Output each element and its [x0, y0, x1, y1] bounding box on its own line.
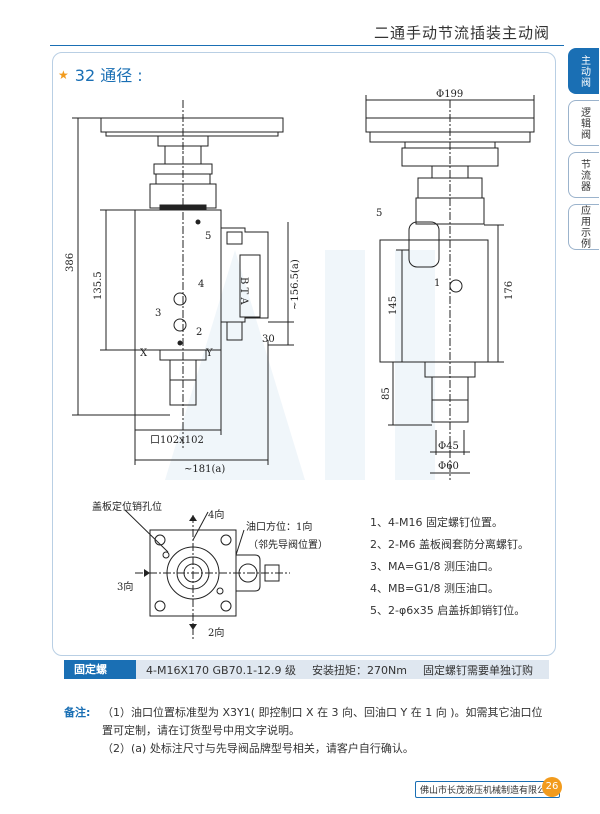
fixing-bolt-note: 固定螺钉需要单独订购 — [423, 663, 533, 677]
drawing-notes: 1、4-M16 固定螺钉位置。 2、2-M6 盖板阀套防分离螺钉。 3、MA=G… — [370, 514, 529, 624]
page-number: 26 — [542, 777, 562, 797]
label-5-left: 5 — [205, 231, 211, 242]
note-item: 2、2-M6 盖板阀套防分离螺钉。 — [370, 538, 529, 551]
dim-85: 85 — [381, 387, 392, 400]
note-item: 5、2-φ6x35 启盖拆卸销钉位。 — [370, 604, 526, 617]
section-title: ★ 32 通径 : — [58, 62, 143, 86]
footer-company: 佛山市长茂液压机械制造有限公司 — [415, 781, 561, 798]
dim-phi45: Φ45 — [438, 441, 459, 452]
label-direction-2: 2向 — [208, 626, 224, 639]
dim-176: 176 — [504, 281, 515, 300]
dim-145: 145 — [388, 296, 399, 315]
page-header-title: 二通手动节流插装主动阀 — [373, 24, 550, 42]
remark-1: （1）油口位置标准型为 X3Y1( 即控制口 X 在 3 向、回油口 Y 在 1… — [102, 706, 543, 737]
side-tab-active-valve[interactable]: 主动阀 — [568, 48, 599, 94]
note-item: 1、4-M16 固定螺钉位置。 — [370, 516, 503, 529]
label-x: X — [140, 348, 148, 359]
label-3-left: 3 — [155, 308, 161, 319]
dim-phi199: Φ199 — [436, 89, 463, 100]
side-tab-throttle[interactable]: 节流器 — [568, 152, 599, 198]
label-pin-hole: 盖板定位销孔位 — [92, 500, 162, 513]
logo-watermark — [165, 250, 435, 480]
dim-386: 386 — [65, 253, 76, 272]
fixing-bolt-spec: 4-M16X170 GB70.1-12.9 级 — [146, 663, 297, 677]
dim-181a: ~181(a) — [184, 464, 225, 475]
label-5-right: 5 — [376, 208, 382, 219]
label-oil-port: 油口方位：1向 — [246, 520, 312, 533]
side-tab-logic-valve[interactable]: 逻辑阀 — [568, 100, 599, 146]
dim-102x102: 口102x102 — [150, 435, 204, 446]
side-tabs: 主动阀 逻辑阀 节流器 应用示例 — [568, 48, 600, 256]
label-direction-4: 4向 — [208, 508, 224, 521]
remarks-label: 备注: — [64, 706, 91, 719]
label-2-left: 2 — [196, 327, 202, 338]
note-item: 3、MA=G1/8 测压油口。 — [370, 560, 499, 573]
dim-30: 30 — [262, 334, 275, 345]
star-icon: ★ — [58, 68, 69, 82]
header-divider — [50, 45, 564, 46]
label-4-left: 4 — [198, 279, 204, 290]
side-tab-application-example[interactable]: 应用示例 — [568, 204, 599, 250]
section-title-text: 32 通径 : — [74, 66, 143, 85]
note-item: 4、MB=G1/8 测压油口。 — [370, 582, 499, 595]
label-oil-port-note: （邻先导阀位置） — [248, 538, 328, 551]
fixing-bolt-torque: 安装扭矩：270Nm — [312, 663, 407, 677]
dim-156-5a: ~156.5(a) — [290, 259, 301, 310]
fixing-bolt-bar: 固定螺栓： 4-M16X170 GB70.1-12.9 级 安装扭矩：270Nm… — [64, 660, 549, 695]
dim-phi60: Φ60 — [438, 461, 459, 472]
label-direction-3: 3向 — [117, 580, 133, 593]
remark-2: （2）(a) 处标注尺寸与先导阀品牌型号相关，请客户自行确认。 — [102, 742, 414, 755]
label-y: Y — [205, 348, 213, 359]
drawing-panel — [52, 52, 556, 656]
label-1-right: 1 — [434, 278, 440, 289]
label-btab: B T A — [238, 277, 249, 305]
dim-135-5: 135.5 — [93, 271, 104, 300]
fixing-bolt-label: 固定螺栓： — [64, 660, 137, 695]
